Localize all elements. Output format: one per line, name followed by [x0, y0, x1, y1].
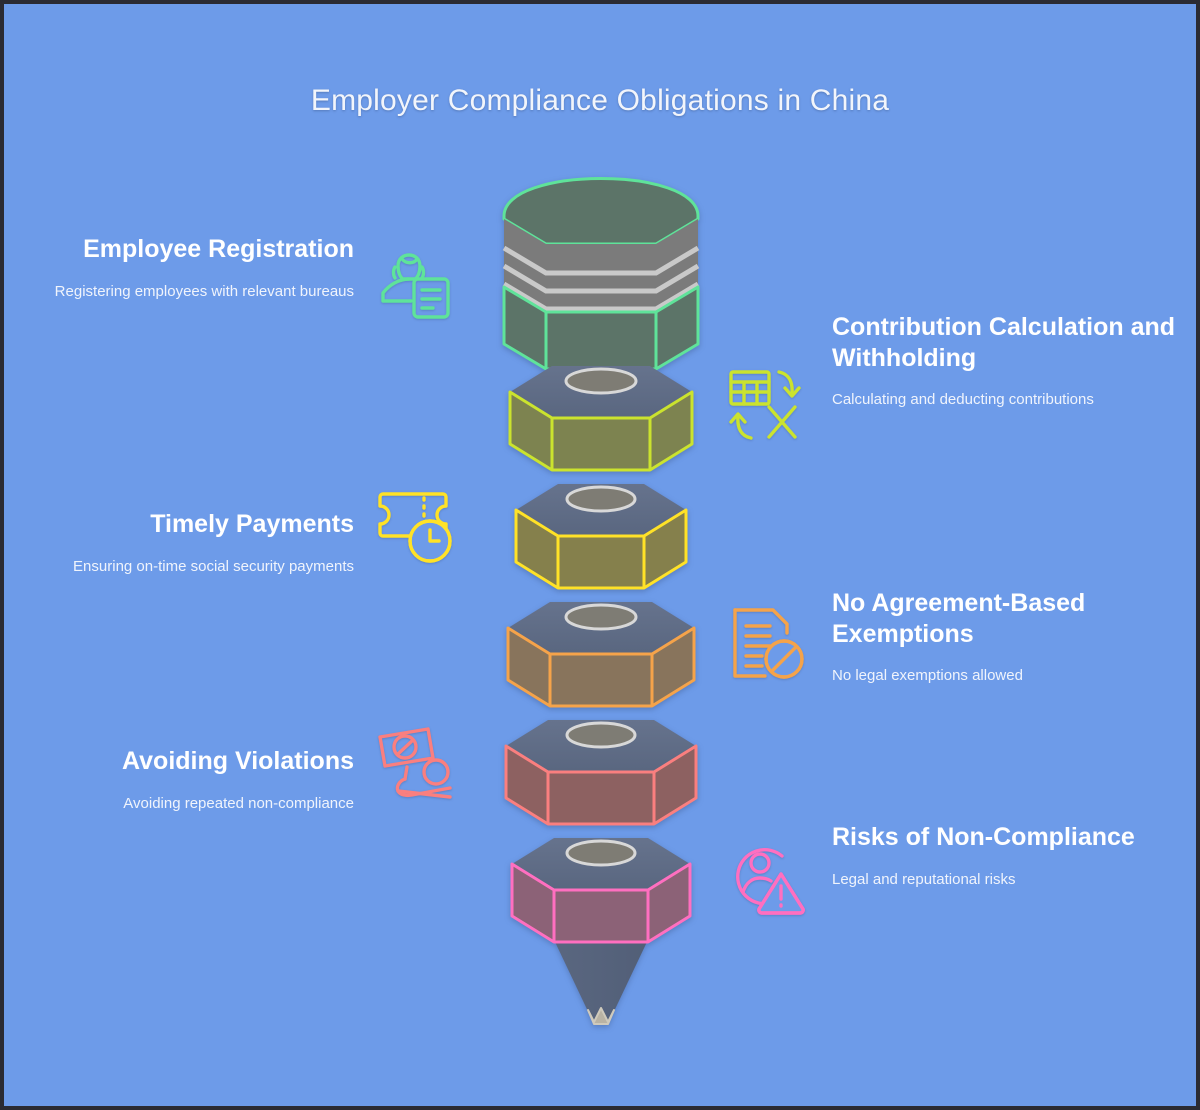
- funnel-layer-timely-payments: [514, 484, 688, 590]
- stage-text-no-agreement-exemptions: No Agreement-Based Exemptions No legal e…: [832, 588, 1182, 687]
- funnel-layer-employee-registration: [502, 177, 700, 371]
- page-title: Employer Compliance Obligations in China: [310, 84, 890, 117]
- sign-prohibited-hand-icon: [372, 720, 458, 806]
- spreadsheet-exchange-icon: [722, 362, 808, 448]
- funnel-layer-contribution-calculation: [508, 366, 694, 472]
- infographic-canvas: Employer Compliance Obligations in China: [4, 4, 1196, 1106]
- stage-description: Avoiding repeated non-compliance: [123, 794, 354, 812]
- stage-heading: No Agreement-Based Exemptions: [832, 589, 1086, 648]
- stage-heading: Timely Payments: [150, 510, 354, 538]
- stage-description: Registering employees with relevant bure…: [54, 282, 354, 300]
- stage-text-employee-registration: Employee Registration Registering employ…: [34, 234, 354, 302]
- stage-description: Ensuring on-time social security payment…: [73, 557, 354, 575]
- stage-text-risks-non-compliance: Risks of Non-Compliance Legal and reputa…: [832, 822, 1182, 890]
- stage-description: No legal exemptions allowed: [832, 667, 1023, 684]
- person-warning-icon: [724, 836, 810, 922]
- funnel-layer-no-agreement-exemptions: [506, 602, 696, 708]
- funnel-layer-avoiding-violations: [504, 720, 698, 826]
- stage-heading: Contribution Calculation and Withholding: [832, 313, 1176, 372]
- stage-heading: Risks of Non-Compliance: [832, 823, 1135, 851]
- stage-heading: Avoiding Violations: [122, 747, 354, 775]
- stage-heading: Employee Registration: [83, 235, 354, 263]
- stage-text-timely-payments: Timely Payments Ensuring on-time social …: [54, 509, 354, 577]
- stage-description: Calculating and deducting contributions: [832, 391, 1094, 408]
- funnel-diagram: [476, 144, 726, 1044]
- user-document-icon: [376, 246, 462, 332]
- funnel-layer-risks-non-compliance: [510, 838, 692, 944]
- stage-description: Legal and reputational risks: [832, 870, 1016, 888]
- ticket-clock-icon: [374, 484, 460, 570]
- stage-text-contribution-calculation: Contribution Calculation and Withholding…: [832, 312, 1182, 411]
- stage-text-avoiding-violations: Avoiding Violations Avoiding repeated no…: [44, 746, 354, 814]
- document-prohibited-icon: [724, 600, 810, 686]
